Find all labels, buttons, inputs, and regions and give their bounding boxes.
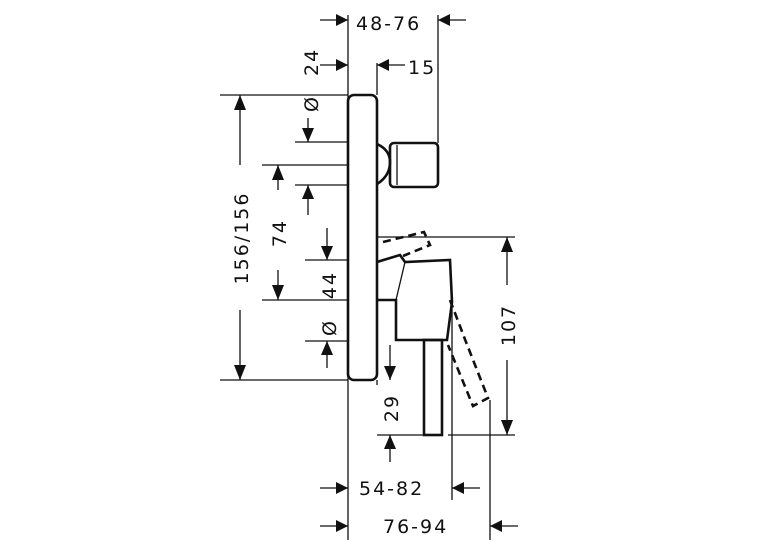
dim-76-94: 76-94 (383, 516, 448, 538)
dim-29: 29 (381, 394, 403, 422)
dim-44: 44 (319, 271, 341, 299)
dim-107: 107 (498, 304, 520, 346)
extension-lines (220, 15, 515, 540)
dim-74: 74 (269, 219, 291, 247)
dim-24: 24 (301, 48, 323, 76)
dim-48-76: 48-76 (356, 13, 421, 35)
lever-alt-position (382, 230, 490, 408)
diverter-knob (376, 141, 440, 189)
dimension-lines (234, 14, 518, 532)
dim-15: 15 (408, 57, 436, 79)
wall-plate (346, 93, 379, 382)
dim-diameter-upper: Ø (301, 95, 323, 112)
dim-diameter-lower: Ø (319, 319, 341, 336)
dim-156-156: 156/156 (231, 192, 253, 285)
dim-54-82: 54-82 (359, 478, 424, 500)
